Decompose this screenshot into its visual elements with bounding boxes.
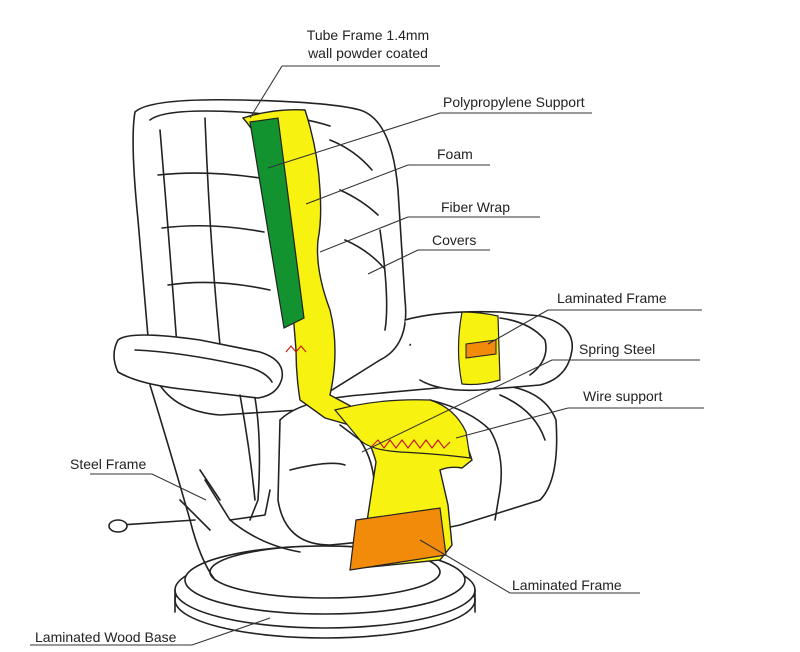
label-polypropylene-support: Polypropylene Support xyxy=(443,94,585,110)
label-foam: Foam xyxy=(437,146,473,162)
left-arm-drawing xyxy=(113,334,284,581)
cutaway-layers xyxy=(241,108,501,571)
leader-polypropylene xyxy=(267,112,592,169)
leader-fiber-wrap xyxy=(319,216,540,253)
label-spring-steel: Spring Steel xyxy=(579,341,656,357)
laminated-frame-arm-layer xyxy=(465,339,497,359)
leader-laminated-wood-base xyxy=(30,617,271,646)
label-laminated-frame-base: Laminated Frame xyxy=(512,577,622,593)
label-laminated-frame-arm: Laminated Frame xyxy=(557,290,667,306)
leader-laminated-frame-arm xyxy=(487,309,702,345)
label-covers: Covers xyxy=(432,232,477,248)
leader-tube-frame xyxy=(249,65,440,119)
foam-seat-layer xyxy=(333,399,471,459)
back-shell-drawing xyxy=(132,98,501,416)
polypropylene-support-layer xyxy=(249,117,305,329)
steel-frame-drawing xyxy=(108,469,301,553)
label-tube-frame-line2: wall powder coated xyxy=(308,45,428,61)
leader-covers xyxy=(367,249,490,275)
leader-foam xyxy=(305,164,490,205)
leader-wire-support xyxy=(455,407,704,439)
label-wire-support: Wire support xyxy=(583,388,663,404)
label-fiber-wrap: Fiber Wrap xyxy=(441,199,510,215)
spring-steel-back xyxy=(285,345,307,353)
label-laminated-wood-base: Laminated Wood Base xyxy=(35,629,177,645)
leader-laminated-frame-base xyxy=(419,539,640,594)
label-tube-frame-line1: Tube Frame 1.4mm xyxy=(306,27,430,43)
label-steel-frame: Steel Frame xyxy=(70,456,147,472)
spring-steel-zigzag xyxy=(371,439,451,449)
leader-spring-steel xyxy=(361,359,700,453)
leader-steel-frame xyxy=(90,473,207,501)
leader-lines xyxy=(30,65,704,646)
